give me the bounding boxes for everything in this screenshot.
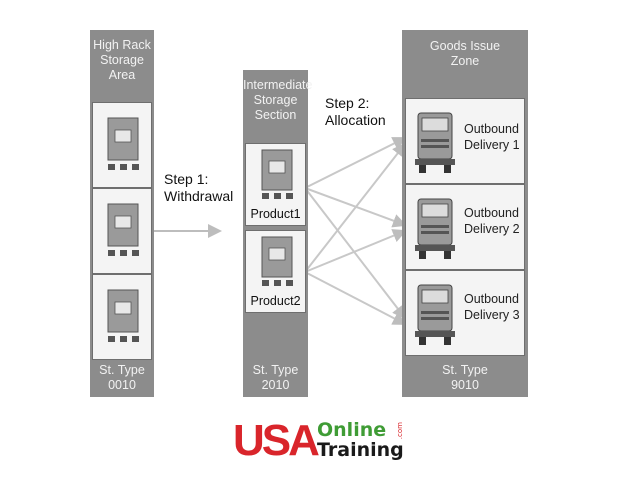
intermediate-storage-type: St. Type 2010 <box>252 363 299 392</box>
outbound-delivery-1-slot: Outbound Delivery 1 <box>405 98 525 184</box>
rack-slot-2 <box>92 188 152 274</box>
pallet-box-icon <box>261 149 293 199</box>
product2-slot: Product2 <box>245 230 306 313</box>
logo-training-text: Training <box>317 439 404 461</box>
truck-icon <box>415 112 455 173</box>
rack-slot-1 <box>92 102 152 188</box>
intermediate-title: Intermediate Storage Section <box>243 78 313 122</box>
logo-com-text: .com <box>396 422 404 440</box>
outbound-delivery-3-slot: Outbound Delivery 3 <box>405 270 525 356</box>
allocation-line-2-3 <box>304 271 407 325</box>
allocation-line-2-1 <box>304 142 407 273</box>
intermediate-storage-column: Intermediate Storage Section Product1 Pr… <box>243 70 313 397</box>
allocation-line-1-1 <box>304 137 407 189</box>
step2-label: Step 2: Allocation <box>325 95 386 128</box>
truck-icon <box>415 284 455 345</box>
high-rack-title: High Rack Storage Area <box>93 38 151 82</box>
goods-issue-title: Goods Issue Zone <box>429 39 501 68</box>
pallet-box-icon <box>107 289 139 342</box>
logo-usa-text: USA <box>233 416 320 465</box>
product1-slot: Product1 <box>245 143 306 226</box>
goods-issue-column: Goods Issue Zone Outbound Delivery 1 Out… <box>402 30 528 397</box>
outbound-delivery-1-label: Outbound Delivery 1 <box>464 122 520 152</box>
high-rack-storage-type: St. Type 0010 <box>99 363 145 392</box>
outbound-delivery-2-label: Outbound Delivery 2 <box>464 206 520 236</box>
outbound-delivery-3-label: Outbound Delivery 3 <box>464 292 520 322</box>
truck-icon <box>415 198 455 259</box>
outbound-delivery-2-slot: Outbound Delivery 2 <box>405 184 525 270</box>
product1-label: Product1 <box>250 207 301 221</box>
pallet-box-icon <box>107 117 139 170</box>
high-rack-storage-column: High Rack Storage Area St. Type 0010 <box>90 30 154 397</box>
allocation-line-1-3 <box>304 187 407 320</box>
allocation-line-2-2 <box>304 229 407 273</box>
logo-online-text: Online <box>317 419 387 441</box>
rack-slot-3 <box>92 274 152 360</box>
usa-online-training-logo: USA Online Training .com <box>233 418 405 464</box>
pallet-box-icon <box>107 203 139 256</box>
pallet-box-icon <box>261 236 293 286</box>
step1-label: Step 1: Withdrawal <box>164 171 234 204</box>
product2-label: Product2 <box>250 294 301 308</box>
goods-issue-storage-type: St. Type 9010 <box>442 363 488 392</box>
